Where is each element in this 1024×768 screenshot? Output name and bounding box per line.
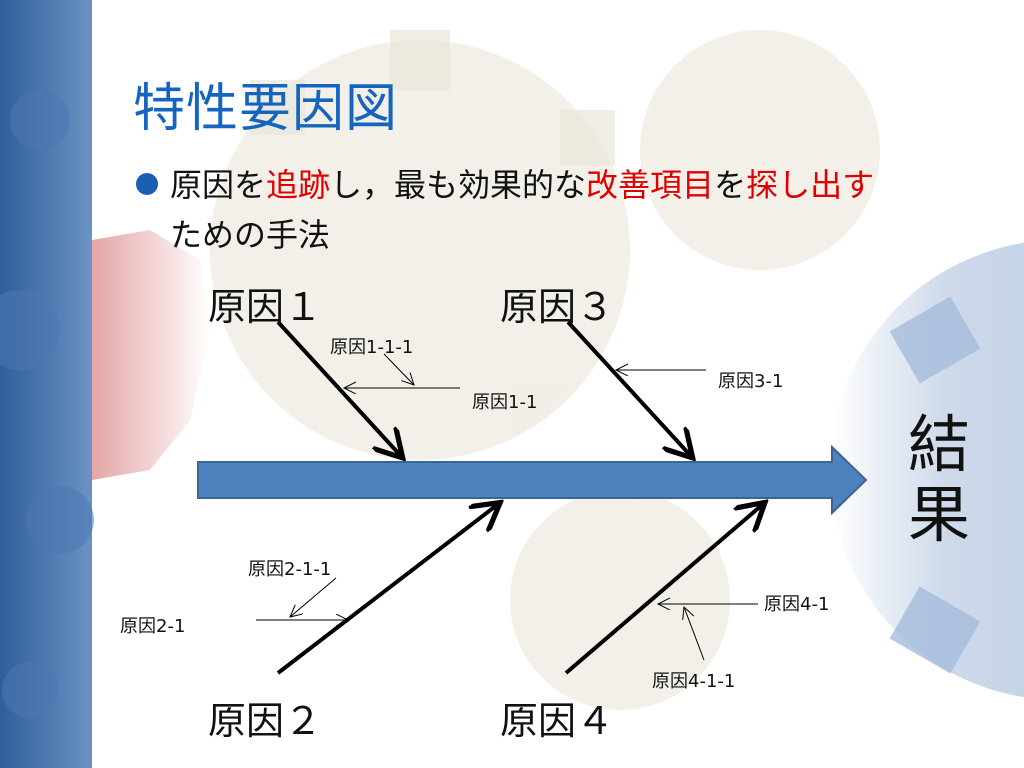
sub-cause-3-1-label: 原因3-1 (718, 371, 784, 392)
sub-cause-4-1-label: 原因4-1 (764, 594, 830, 615)
bullet-part: ための手法 (170, 216, 331, 254)
sub-cause-1-1-label: 原因1-1 (472, 392, 538, 413)
bullet-text: 原因を追跡し，最も効果的な改善項目を探し出すための手法 (170, 160, 890, 260)
beige-gear (210, 30, 880, 710)
bullet-part-highlight: 改善項目 (586, 166, 715, 204)
sub-cause-2-1-label: 原因2-1 (120, 616, 186, 637)
result-label: 結 果 (904, 410, 974, 550)
bullet-part-highlight: 追跡 (266, 166, 331, 204)
bullet-part: し，最も効果的な (330, 166, 587, 204)
cause-4-label: 原因４ (500, 699, 615, 743)
result-char: 結 (907, 408, 970, 481)
slide-title: 特性要因図 (133, 79, 399, 139)
sub-cause-1-1-1-label: 原因1-1-1 (330, 337, 414, 358)
spine-arrow (197, 444, 868, 516)
bullet-part: 原因を (170, 166, 267, 204)
bone-cause-1 (276, 320, 400, 455)
bullet-icon (136, 173, 158, 195)
bullet-part: を (714, 166, 747, 204)
cause-2-label: 原因２ (208, 699, 323, 743)
sub-bone-4-1-1 (684, 607, 705, 661)
bone-cause-4 (564, 505, 762, 675)
cause-1-label: 原因１ (208, 285, 323, 329)
sub-cause-4-1-1-label: 原因4-1-1 (652, 671, 736, 692)
bone-cause-3 (566, 320, 690, 455)
sub-bone-1-1-1 (383, 353, 414, 385)
result-char: 果 (907, 478, 970, 551)
blue-gear-right (830, 242, 1024, 698)
sub-cause-2-1-1-label: 原因2-1-1 (248, 559, 332, 580)
cause-3-label: 原因３ (500, 285, 615, 329)
bone-cause-2 (276, 505, 497, 675)
sub-bone-2-1-1 (290, 577, 337, 617)
bullet-part-highlight: 探し出す (746, 166, 875, 204)
